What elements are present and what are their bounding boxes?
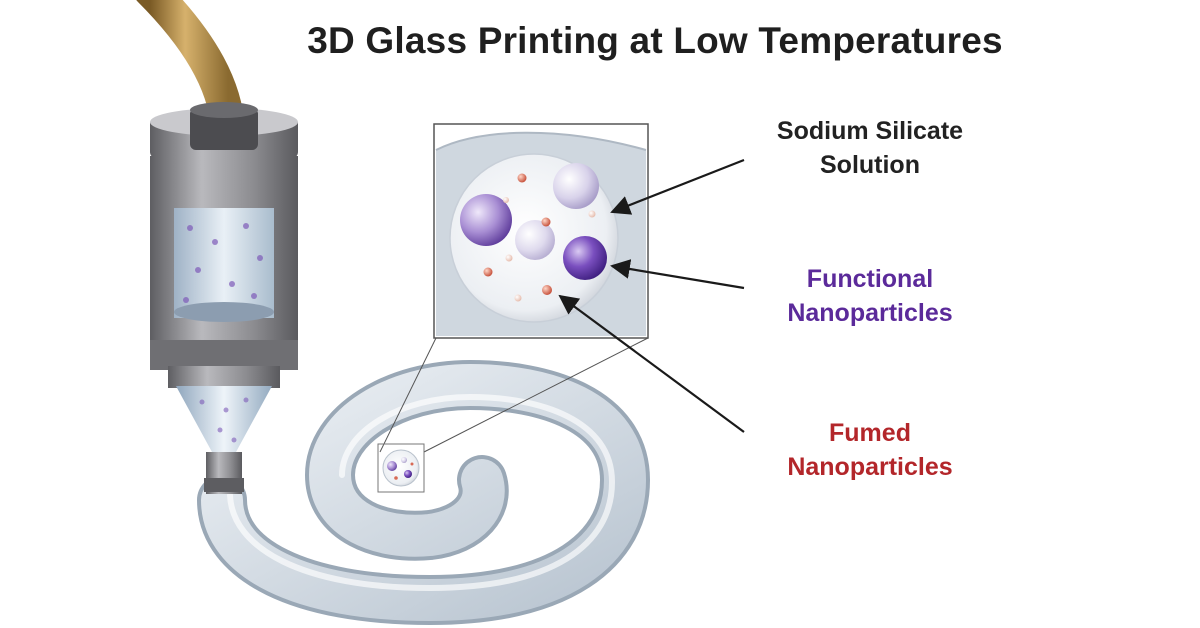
label-fumed-nanoparticles: Fumed Nanoparticles [730,416,1010,484]
label-line: Functional [806,265,934,293]
label-line: Nanoparticles [787,299,953,327]
label-line: Solution [820,151,920,179]
arrow-fumed [558,294,745,433]
zoom-callout-lines [379,337,649,453]
label-line: Sodium Silicate [776,117,964,145]
diagram-title: 3D Glass Printing at Low Temperatures [307,20,1003,61]
filament-cross-section-small [377,443,425,493]
arrow-silicate [610,158,745,215]
label-functional-nanoparticles: Functional Nanoparticles [730,262,1010,330]
label-line: Nanoparticles [787,453,953,481]
magnified-cross-section [433,123,649,339]
print-nozzle [150,102,298,494]
label-line: Fumed [829,419,911,447]
nozzle-particles [183,223,263,303]
arrow-functional [610,259,745,290]
label-sodium-silicate-solution: Sodium Silicate Solution [730,114,1010,182]
label-arrows [558,158,745,433]
